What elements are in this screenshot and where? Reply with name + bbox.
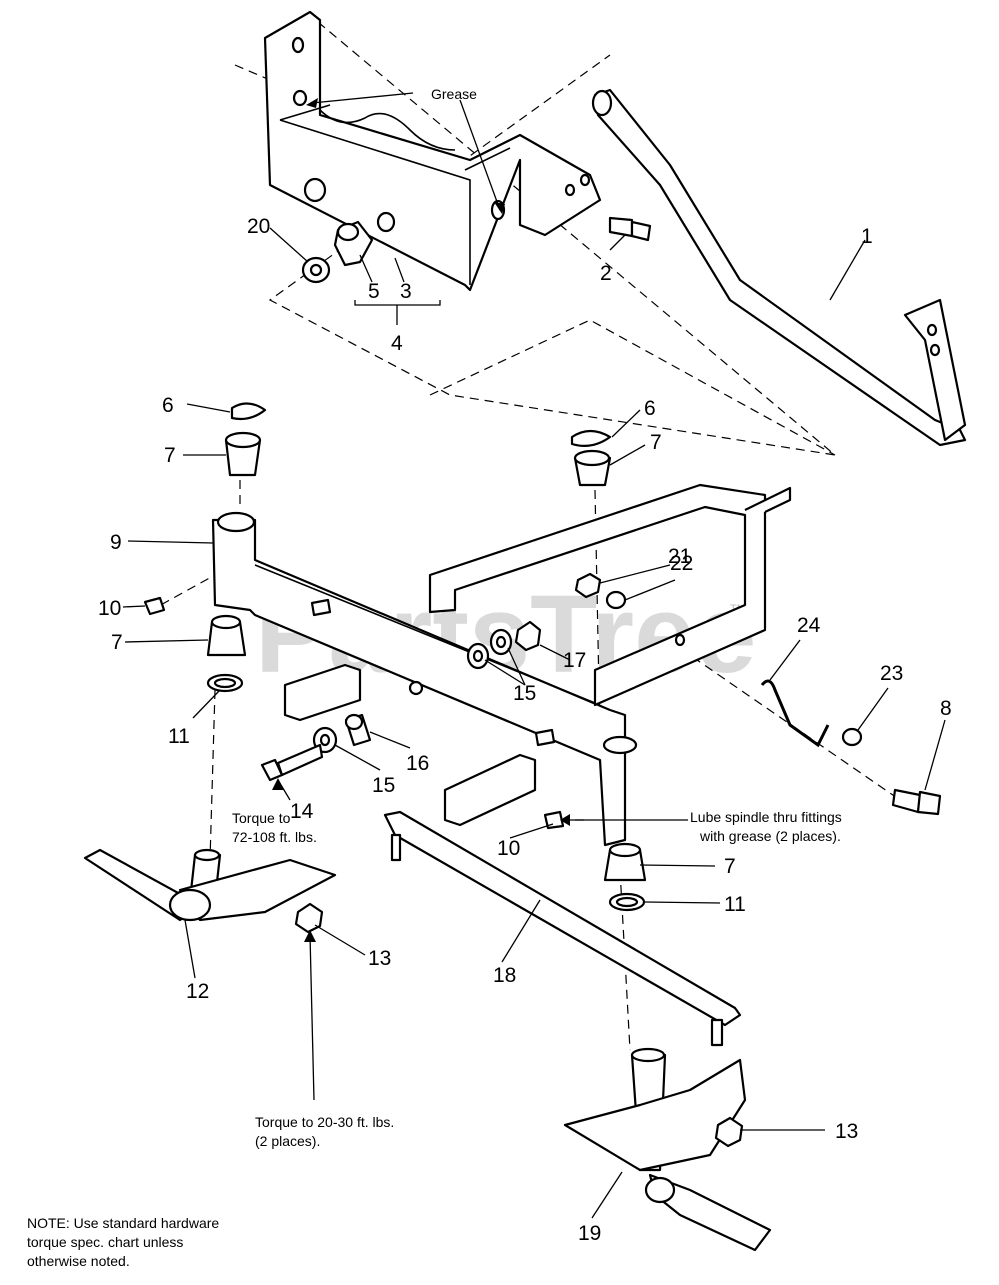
callout-20: 20 (247, 215, 270, 238)
bolt-item-14 (260, 743, 324, 782)
callout-7-top-right: 7 (650, 431, 662, 454)
annotations: Grease Torque to 72-108 ft. lbs. Lube sp… (27, 86, 842, 1269)
callout-13-right: 13 (835, 1120, 858, 1143)
grease-fitting-left-item-10 (143, 596, 166, 616)
spindle-right-item-19 (563, 1047, 772, 1252)
callout-6-left: 6 (162, 394, 174, 417)
grease-fitting-right-item-10 (543, 810, 565, 830)
washer-left-item-11 (206, 673, 244, 693)
bushing-top-left-item-7 (224, 431, 262, 477)
callout-2: 2 (600, 262, 612, 285)
pin-item-24 (760, 679, 830, 748)
callout-15-upper: 15 (513, 682, 536, 705)
retaining-ring-left-item-6 (230, 402, 267, 421)
spacer-item-16 (344, 713, 372, 747)
lube-note-line-2: with grease (2 places). (699, 828, 841, 844)
callout-10-left: 10 (98, 597, 121, 620)
callout-1: 1 (861, 225, 873, 248)
callout-7-top-left: 7 (164, 444, 176, 467)
washer-item-15-upper (466, 628, 513, 670)
pivot-rod-item-1 (591, 88, 967, 447)
tie-rod-item-18 (383, 810, 742, 1047)
callout-11-left: 11 (168, 725, 190, 748)
bushing-top-right-item-7 (573, 449, 612, 487)
callout-8: 8 (940, 697, 952, 720)
callout-19: 19 (578, 1222, 601, 1245)
callout-23: 23 (880, 662, 903, 685)
note-line-2: torque spec. chart unless (27, 1234, 183, 1250)
callout-17: 17 (563, 649, 586, 672)
callout-11-right: 11 (724, 893, 746, 916)
torque-nut-line-1: Torque to 20-30 ft. lbs. (255, 1114, 394, 1130)
callout-14: 14 (290, 800, 314, 823)
retaining-ring-right-item-6 (570, 429, 612, 447)
callout-16: 16 (406, 752, 429, 775)
leader-lines (122, 92, 946, 1219)
callout-3: 3 (400, 280, 412, 303)
callout-labels: 1 2 3 4 5 6 6 7 7 7 7 8 9 10 10 11 11 12… (98, 215, 952, 1245)
washer-item-22 (605, 590, 627, 610)
callout-10-right: 10 (497, 837, 520, 860)
arrow-heads (272, 98, 570, 942)
callout-24: 24 (797, 614, 821, 637)
callout-7-bottom-left: 7 (111, 631, 123, 654)
washer-right-item-11 (608, 892, 646, 912)
callout-22-visible: 22 (670, 552, 693, 575)
callout-13-left: 13 (368, 947, 391, 970)
washer-item-20 (301, 256, 331, 284)
note-line-1: NOTE: Use standard hardware (27, 1215, 219, 1231)
callout-18: 18 (493, 964, 516, 987)
nut-item-13-right (714, 1116, 744, 1148)
bushing-bottom-left-item-7 (206, 614, 247, 657)
torque-nut-line-2: (2 places). (255, 1133, 320, 1149)
washer-item-23 (841, 727, 863, 747)
bushing-item-5 (333, 220, 374, 267)
nut-item-13-left (294, 902, 324, 934)
spindle-left-item-12 (83, 848, 337, 922)
bolt-item-2 (608, 216, 652, 242)
callout-21: 21 (668, 545, 691, 568)
callout-6-right: 6 (644, 397, 656, 420)
nut-item-17 (514, 620, 542, 652)
callout-15-lower: 15 (372, 774, 395, 797)
front-axle-item-9 (211, 483, 792, 847)
lube-note-line-1: Lube spindle thru fittings (690, 809, 842, 825)
torque-bolt-line-1: Torque to (232, 810, 291, 826)
bushing-bottom-right-item-7 (603, 842, 647, 882)
torque-bolt-line-2: 72-108 ft. lbs. (232, 829, 317, 845)
callout-9: 9 (110, 531, 122, 554)
callout-7-bottom-right: 7 (724, 855, 736, 878)
bolt-item-8 (891, 788, 942, 816)
callout-12: 12 (186, 980, 209, 1003)
grease-label: Grease (431, 86, 477, 102)
note-line-3: otherwise noted. (27, 1253, 130, 1269)
nut-item-21 (574, 572, 602, 599)
callout-4: 4 (391, 332, 403, 355)
callout-5: 5 (368, 280, 380, 303)
bracket-item-3 (263, 10, 602, 292)
